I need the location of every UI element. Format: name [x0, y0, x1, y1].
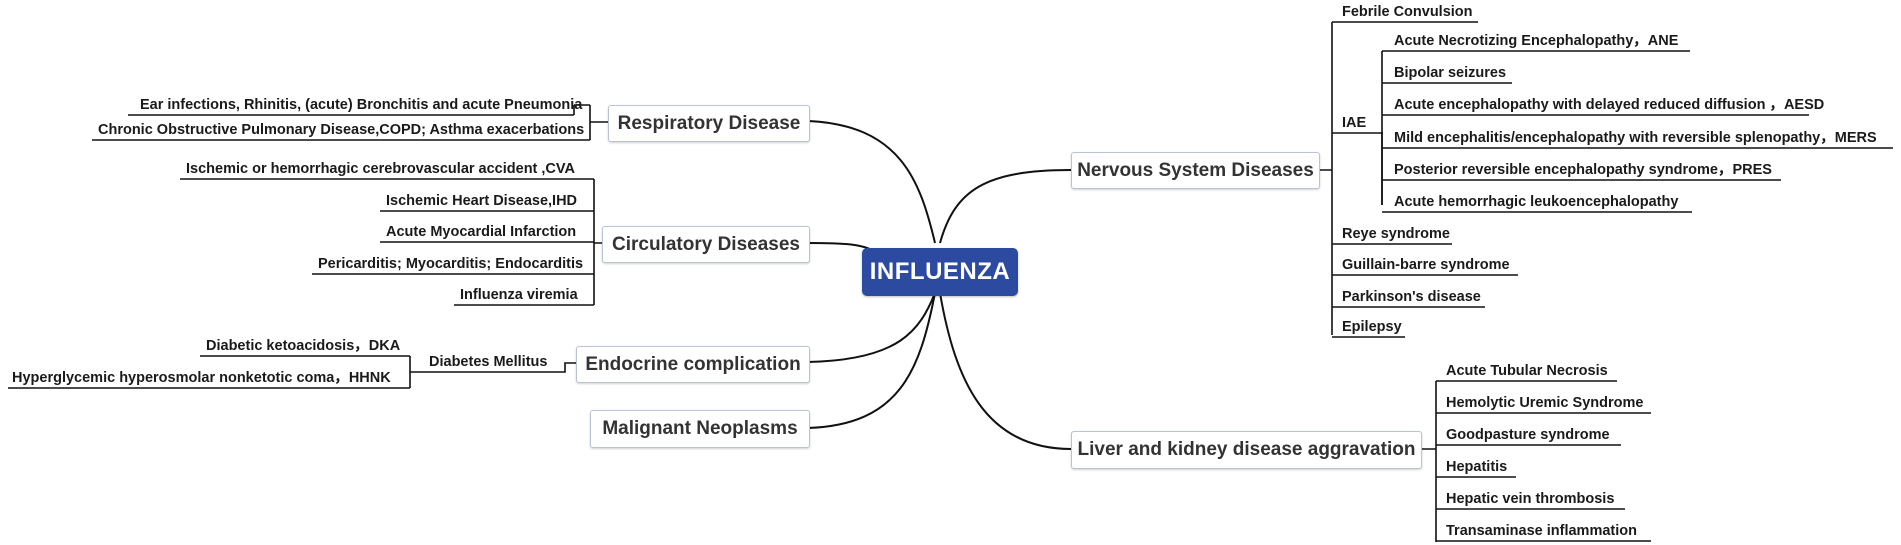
topic-liver-kidney-aggravation[interactable]: Liver and kidney disease aggravation — [1071, 431, 1422, 469]
circulatory-item[interactable]: Acute Myocardial Infarction — [386, 224, 577, 240]
endocrine-item[interactable]: Diabetic ketoacidosis，DKA — [206, 338, 401, 354]
iae-item[interactable]: Acute hemorrhagic leukoencephalopathy — [1394, 194, 1679, 210]
liver-item[interactable]: Goodpasture syndrome — [1446, 427, 1610, 443]
nervous-item[interactable]: Guillain-barre syndrome — [1342, 257, 1510, 273]
topic-malignant-neoplasms[interactable]: Malignant Neoplasms — [590, 410, 810, 448]
topic-endocrine-complication[interactable]: Endocrine complication — [576, 346, 810, 383]
liver-item[interactable]: Hemolytic Uremic Syndrome — [1446, 395, 1644, 411]
endocrine-item[interactable]: Hyperglycemic hyperosmolar nonketotic co… — [12, 370, 391, 386]
topic-label: Malignant Neoplasms — [602, 418, 798, 439]
liver-item[interactable]: Transaminase inflammation — [1446, 523, 1637, 539]
nervous-item-febrile[interactable]: Febrile Convulsion — [1342, 4, 1473, 20]
central-topic-label: INFLUENZA — [869, 258, 1011, 285]
edge-respiratory — [807, 120, 936, 244]
circulatory-item[interactable]: Ischemic or hemorrhagic cerebrovascular … — [186, 161, 575, 177]
topic-label: Liver and kidney disease aggravation — [1077, 439, 1416, 460]
iae-item[interactable]: Acute Necrotizing Encephalopathy，ANE — [1394, 33, 1679, 49]
edge-neoplasms — [807, 292, 936, 429]
edge-liver — [939, 292, 1072, 450]
circulatory-item[interactable]: Influenza viremia — [460, 287, 578, 303]
circulatory-item[interactable]: Ischemic Heart Disease,IHD — [386, 193, 578, 209]
topic-respiratory-disease[interactable]: Respiratory Disease — [608, 105, 810, 142]
topic-circulatory-diseases[interactable]: Circulatory Diseases — [602, 226, 810, 263]
underline-resp-1 — [128, 104, 590, 116]
topic-label: Respiratory Disease — [617, 112, 801, 134]
nervous-item[interactable]: Parkinson's disease — [1342, 289, 1481, 305]
topic-label: Endocrine complication — [585, 353, 801, 375]
central-topic[interactable]: INFLUENZA — [862, 248, 1018, 296]
nervous-item[interactable]: Reye syndrome — [1342, 226, 1450, 242]
nervous-subtopic-iae[interactable]: IAE — [1342, 115, 1367, 131]
liver-item[interactable]: Acute Tubular Necrosis — [1446, 363, 1608, 379]
edge-endocrine — [807, 292, 936, 363]
iae-item[interactable]: Posterior reversible encephalopathy synd… — [1394, 162, 1772, 178]
edge-circulatory — [807, 242, 871, 250]
iae-item[interactable]: Acute encephalopathy with delayed reduce… — [1394, 97, 1825, 113]
topic-label: Circulatory Diseases — [612, 233, 800, 255]
iae-item[interactable]: Bipolar seizures — [1394, 65, 1507, 81]
circulatory-item[interactable]: Pericarditis; Myocarditis; Endocarditis — [318, 256, 584, 272]
edge-nervous — [939, 169, 1072, 244]
respiratory-item[interactable]: Chronic Obstructive Pulmonary Disease,CO… — [98, 122, 585, 138]
iae-item[interactable]: Mild encephalitis/encephalopathy with re… — [1394, 130, 1877, 146]
respiratory-item[interactable]: Ear infections, Rhinitis, (acute) Bronch… — [140, 97, 583, 113]
endocrine-subtopic-diabetes[interactable]: Diabetes Mellitus — [429, 354, 548, 370]
liver-item[interactable]: Hepatitis — [1446, 459, 1508, 475]
topic-nervous-system-diseases[interactable]: Nervous System Diseases — [1071, 152, 1320, 189]
liver-item[interactable]: Hepatic vein thrombosis — [1446, 491, 1615, 507]
nervous-item[interactable]: Epilepsy — [1342, 319, 1402, 335]
topic-label: Nervous System Diseases — [1077, 159, 1314, 181]
